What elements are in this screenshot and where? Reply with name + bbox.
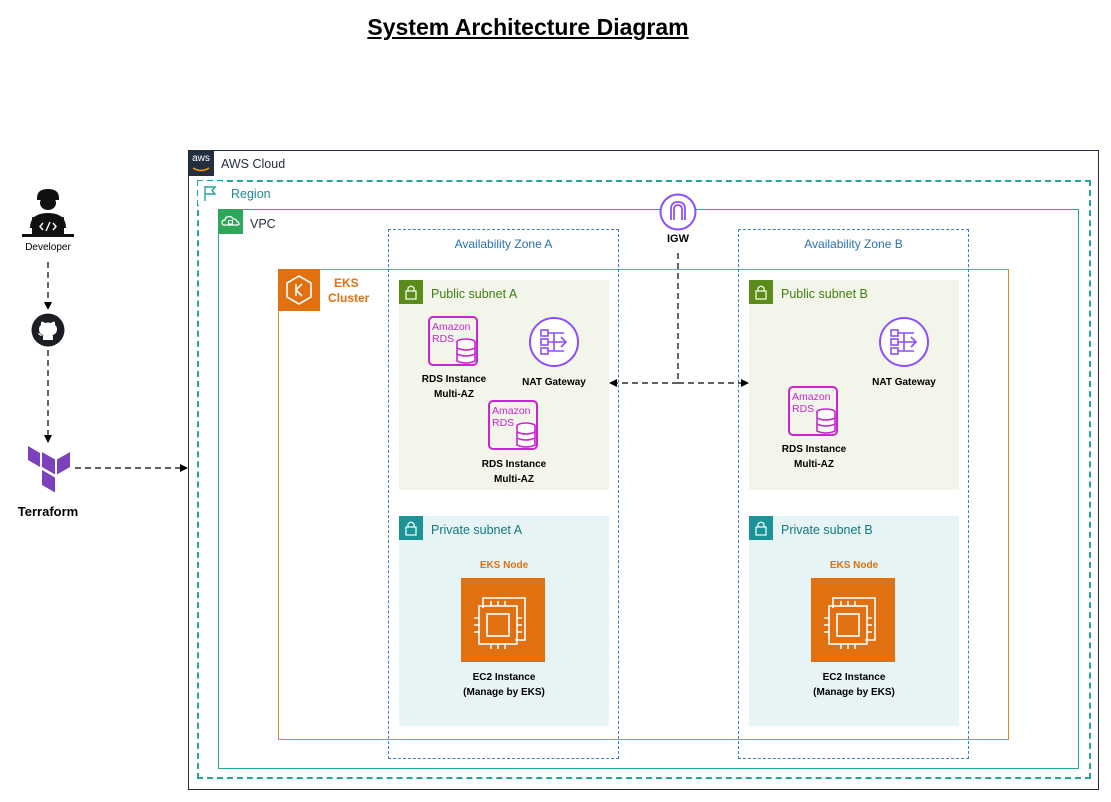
availability-zone-b [738, 229, 969, 759]
private-subnet-b-lock-icon [749, 516, 773, 540]
rds-a1-label-2: Multi-AZ [434, 389, 474, 400]
rds-b-icon-text-1: Amazon [792, 391, 831, 403]
rds-b-label: RDS Instance Multi-AZ [769, 442, 859, 472]
developer-icon [22, 186, 74, 238]
public-subnet-b-label: Public subnet B [781, 287, 868, 301]
rds-a2-icon: Amazon RDS [488, 400, 540, 452]
public-subnet-b-lock-icon [749, 280, 773, 304]
eks-node-a-label: EKS Node [479, 560, 529, 571]
az-b-label: Availability Zone B [804, 237, 903, 251]
eks-cluster-group [278, 269, 1009, 740]
vpc-label: VPC [250, 217, 276, 231]
eks-cluster-label-1: EKS [334, 276, 359, 290]
public-subnet-a-label: Public subnet A [431, 287, 518, 301]
rds-a1-icon-text-1: Amazon [432, 321, 471, 333]
rds-a1-label-1: RDS Instance [421, 374, 487, 385]
rds-a2-icon-text-1: Amazon [492, 405, 531, 417]
public-subnet-a-lock-icon [399, 280, 423, 304]
rds-a2-label: RDS Instance Multi-AZ [469, 457, 559, 487]
az-a-label: Availability Zone A [454, 237, 553, 251]
nat-gateway-a-icon [528, 316, 580, 368]
rds-b-icon: Amazon RDS [788, 386, 840, 438]
rds-a1-icon: Amazon RDS [428, 316, 480, 368]
availability-zone-a [388, 229, 619, 759]
ec2-a-label-1: EC2 Instance [472, 672, 536, 683]
nat-gateway-b-label: NAT Gateway [872, 377, 936, 388]
nat-gateway-b-icon [878, 316, 930, 368]
private-subnet-a-lock-icon [399, 516, 423, 540]
terraform-icon [28, 446, 72, 494]
region-group [197, 180, 1091, 779]
rds-b-label-2: Multi-AZ [794, 459, 834, 470]
rds-a2-label-1: RDS Instance [481, 459, 547, 470]
ec2-a-label: EC2 Instance (Manage by EKS) [444, 670, 564, 700]
eks-cluster-icon [278, 269, 320, 311]
public-subnet-b [749, 280, 959, 490]
ec2-a-icon [461, 578, 545, 662]
private-subnet-b-label: Private subnet B [781, 523, 873, 537]
rds-a1-icon-text-2: RDS [432, 333, 454, 345]
github-icon [31, 313, 65, 347]
igw-icon [658, 192, 698, 232]
vpc-cloud-icon [218, 209, 243, 234]
aws-cloud-group [188, 150, 1099, 790]
rds-a1-label: RDS Instance Multi-AZ [409, 372, 499, 402]
terraform-label: Terraform [17, 504, 79, 519]
rds-a2-label-2: Multi-AZ [494, 474, 534, 485]
aws-logo-icon: aws [188, 150, 214, 176]
rds-b-label-1: RDS Instance [781, 444, 847, 455]
nat-gateway-a-label: NAT Gateway [522, 377, 586, 388]
rds-b-icon-text-2: RDS [792, 403, 814, 415]
ec2-a-label-2: (Manage by EKS) [463, 687, 545, 698]
eks-node-b-label: EKS Node [829, 560, 879, 571]
ec2-b-label-1: EC2 Instance [822, 672, 886, 683]
aws-cloud-label: AWS Cloud [221, 157, 286, 171]
region-label: Region [231, 187, 271, 201]
rds-a2-icon-text-2: RDS [492, 417, 514, 429]
public-subnet-a [399, 280, 609, 490]
ec2-b-label-2: (Manage by EKS) [813, 687, 895, 698]
private-subnet-a-label: Private subnet A [431, 523, 523, 537]
eks-cluster-label-2: Cluster [328, 291, 370, 305]
developer-label: Developer [25, 242, 71, 253]
ec2-b-icon [811, 578, 895, 662]
page-title: System Architecture Diagram [367, 14, 689, 40]
igw-label: IGW [667, 233, 689, 245]
ec2-b-label: EC2 Instance (Manage by EKS) [794, 670, 914, 700]
flag-icon [198, 181, 222, 205]
aws-logo-text: aws [192, 153, 210, 164]
vpc-group [218, 209, 1079, 769]
